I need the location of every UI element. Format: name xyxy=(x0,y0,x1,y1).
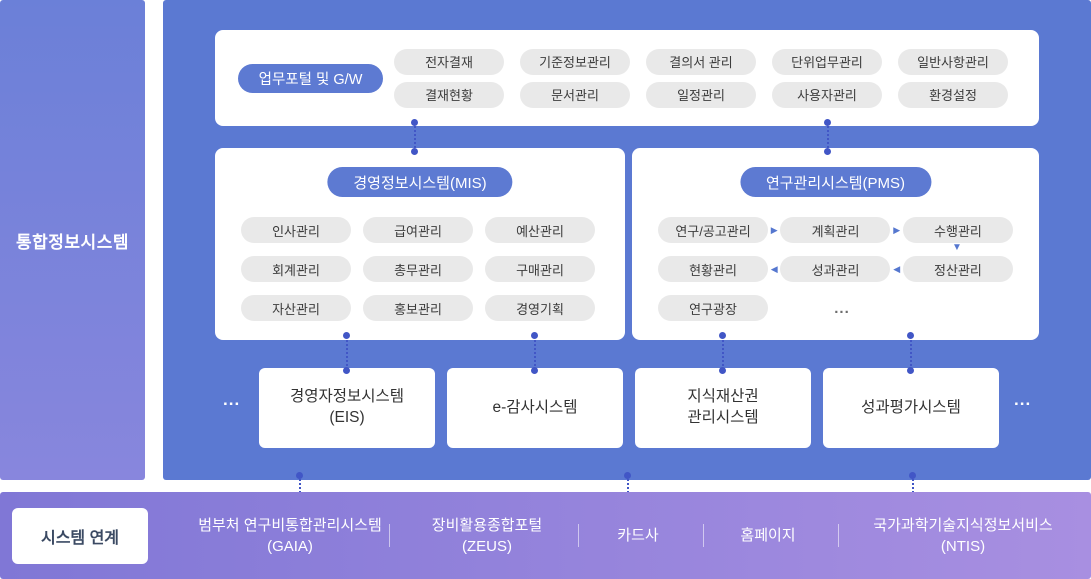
module-pill: 인사관리 xyxy=(241,217,351,243)
mis-card: 경영정보시스템(MIS) 인사관리 급여관리 예산관리 회계관리 총무관리 구매… xyxy=(215,148,625,340)
module-pill: 경영기획 xyxy=(485,295,595,321)
divider xyxy=(838,524,839,547)
sidebar-label: 통합정보시스템 xyxy=(16,232,129,252)
module-pill: 환경설정 xyxy=(898,81,1008,108)
module-pill: 전자결재 xyxy=(394,48,504,75)
module-pill: 성과관리 xyxy=(780,256,891,282)
module-pill: 예산관리 xyxy=(485,217,595,243)
divider xyxy=(703,524,704,547)
external-system-label: (ZEUS) xyxy=(462,537,512,555)
system-linkage-bar: 시스템 연계 범부처 연구비통합관리시스템 (GAIA) 장비활용종합포털 (Z… xyxy=(0,492,1091,579)
module-pill: 수행관리 xyxy=(902,217,1013,243)
ellipsis-text: ... xyxy=(834,299,850,317)
module-pill: 회계관리 xyxy=(241,256,351,282)
arrow-down-icon: ▼ xyxy=(952,242,962,253)
arrow-left-icon: ◀ xyxy=(770,263,778,274)
module-pill: 구매관리 xyxy=(485,256,595,282)
module-pill: 정산관리 xyxy=(902,256,1013,282)
divider xyxy=(389,524,390,547)
module-pill: 연구광장 xyxy=(658,295,768,321)
module-pill: 사용자관리 xyxy=(772,81,882,108)
arrow-right-icon: ▶ xyxy=(893,224,901,235)
pms-card: 연구관리시스템(PMS) 연구/공고관리 ▶ 계획관리 ▶ 수행관리 ▼ 현황관… xyxy=(632,148,1039,340)
module-pill: 자산관리 xyxy=(241,295,351,321)
connector xyxy=(411,119,418,155)
divider xyxy=(578,524,579,547)
system-linkage-label: 시스템 연계 xyxy=(12,508,148,564)
module-pill: 현황관리 xyxy=(658,256,768,282)
system-card-label: e-감사시스템 xyxy=(492,398,578,416)
connector xyxy=(531,332,538,374)
system-card-label: 성과평가시스템 xyxy=(861,398,961,416)
mis-badge: 경영정보시스템(MIS) xyxy=(327,167,513,197)
external-system-label: 장비활용종합포털 xyxy=(431,516,543,534)
module-pill: 일반사항관리 xyxy=(898,48,1008,75)
module-pill: 기준정보관리 xyxy=(520,48,630,75)
external-system-label: 카드사 xyxy=(617,527,659,544)
module-pill: 총무관리 xyxy=(363,256,473,282)
mis-pill-grid: 인사관리 급여관리 예산관리 회계관리 총무관리 구매관리 자산관리 홍보관리 … xyxy=(241,217,595,321)
portal-card: 업무포털 및 G/W 전자결재 기준정보관리 결의서 관리 단위업무관리 일반사… xyxy=(215,30,1039,126)
system-card-evaluation: 성과평가시스템 xyxy=(823,368,999,448)
external-system-ntis: 국가과학기술지식정보서비스 (NTIS) xyxy=(838,492,1088,579)
system-card-ip: 지식재산권 관리시스템 xyxy=(635,368,811,448)
portal-badge: 업무포털 및 G/W xyxy=(238,63,383,93)
system-card-label: 지식재산권 xyxy=(687,388,759,406)
system-card-eis: 경영자정보시스템 (EIS) xyxy=(259,368,435,448)
external-system-gaia: 범부처 연구비통합관리시스템 (GAIA) xyxy=(170,492,410,579)
connector xyxy=(719,332,726,374)
ellipsis-text: ... xyxy=(223,390,241,409)
main-panel: 업무포털 및 G/W 전자결재 기준정보관리 결의서 관리 단위업무관리 일반사… xyxy=(163,0,1091,480)
module-pill: 연구/공고관리 xyxy=(658,217,768,243)
pms-flow-bottom: 현황관리 ◀ 성과관리 ◀ 정산관리 xyxy=(658,256,1013,282)
module-pill: 문서관리 xyxy=(520,81,630,108)
external-system-label: 국가과학기술지식정보서비스 xyxy=(873,516,1053,534)
external-system-label: 홈페이지 xyxy=(740,527,796,544)
module-pill: 홍보관리 xyxy=(363,295,473,321)
ellipsis-text: ... xyxy=(1014,390,1032,409)
external-system-card-company: 카드사 xyxy=(598,492,678,579)
external-system-label: (GAIA) xyxy=(267,537,313,555)
connector xyxy=(824,119,831,155)
portal-pill-grid: 전자결재 기준정보관리 결의서 관리 단위업무관리 일반사항관리 결재현황 문서… xyxy=(394,48,1008,108)
module-pill: 계획관리 xyxy=(780,217,891,243)
module-pill: 일정관리 xyxy=(646,81,756,108)
module-pill: 급여관리 xyxy=(363,217,473,243)
system-card-label: 경영자정보시스템 xyxy=(289,388,405,406)
connector xyxy=(907,332,914,374)
external-system-label: 범부처 연구비통합관리시스템 xyxy=(198,516,382,534)
module-pill: 결의서 관리 xyxy=(646,48,756,75)
module-pill: 단위업무관리 xyxy=(772,48,882,75)
pms-badge: 연구관리시스템(PMS) xyxy=(739,167,932,197)
system-card-label: (EIS) xyxy=(329,409,365,426)
sidebar-integrated-system: 통합정보시스템 xyxy=(0,0,145,480)
system-card-audit: e-감사시스템 xyxy=(447,368,623,448)
pms-flow-top: 연구/공고관리 ▶ 계획관리 ▶ 수행관리 xyxy=(658,217,1013,243)
arrow-left-icon: ◀ xyxy=(893,263,901,274)
external-system-label: (NTIS) xyxy=(940,537,986,555)
arrow-right-icon: ▶ xyxy=(770,224,778,235)
system-card-label: 관리시스템 xyxy=(687,409,759,426)
connector xyxy=(343,332,350,374)
external-system-homepage: 홈페이지 xyxy=(728,492,808,579)
external-system-zeus: 장비활용종합포털 (ZEUS) xyxy=(397,492,577,579)
module-pill: 결재현황 xyxy=(394,81,504,108)
